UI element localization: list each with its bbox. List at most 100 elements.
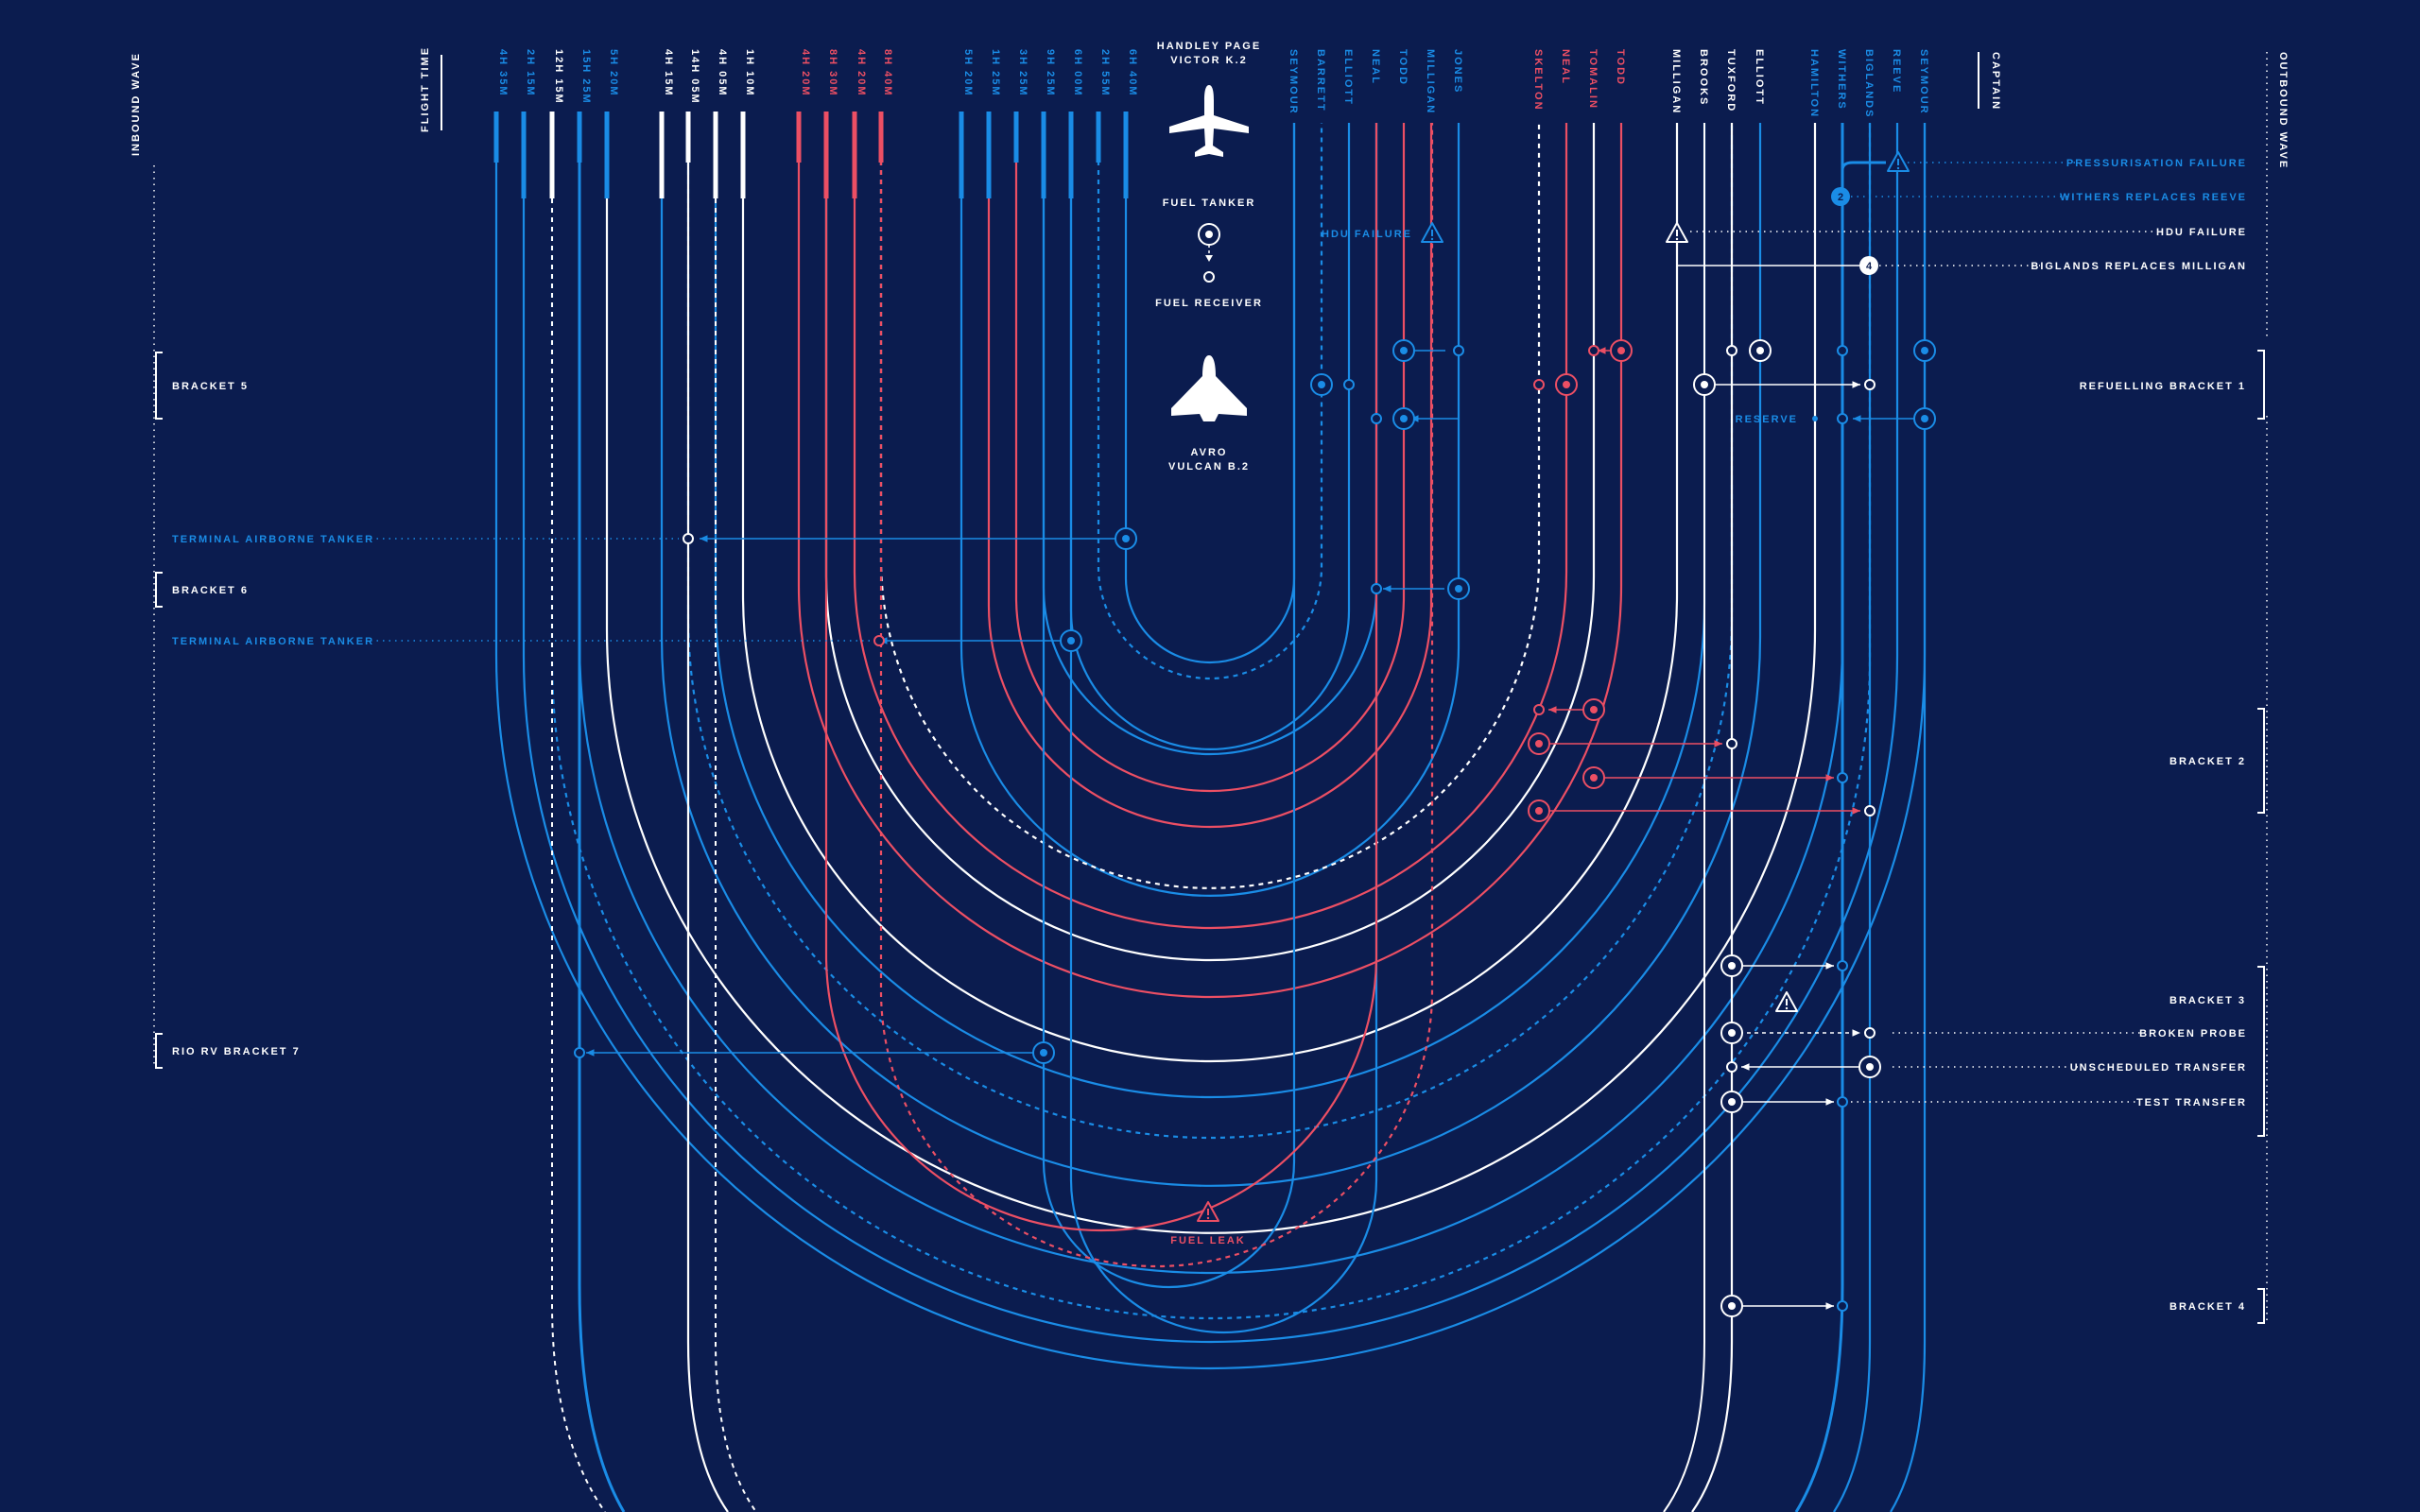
flight-time-label: 6H 00M: [1072, 49, 1083, 97]
outbound-captain-label: REEVE: [1891, 49, 1902, 94]
tanker-node: [1310, 373, 1333, 396]
biglands-replaces-milligan-label: BIGLANDS REPLACES MILLIGAN: [2031, 261, 2247, 272]
receiver-node: [1533, 379, 1545, 390]
receiver-node: [683, 533, 694, 544]
receiver-node: [1371, 583, 1382, 594]
reserve-dot: [1812, 416, 1818, 421]
badge-2: 2: [1831, 187, 1850, 206]
inbound-captain-label: MILLIGAN: [1425, 49, 1436, 114]
broken-probe-label: BROKEN PROBE: [2139, 1028, 2247, 1040]
tanker-node: [1582, 766, 1605, 789]
bracket-5-label: BRACKET 5: [172, 381, 249, 392]
receiver-node: [1837, 772, 1848, 783]
bracket-6-label: BRACKET 6: [172, 585, 249, 596]
flight-path: [1042, 123, 1378, 756]
flight-path: [494, 123, 1927, 1370]
tanker-node: [1693, 373, 1716, 396]
bracket-5-marker: [155, 352, 163, 420]
receiver-node: [1837, 1300, 1848, 1312]
transfer-connectors: [586, 161, 1925, 1310]
flight-time-label: 5H 20M: [962, 49, 974, 97]
flight-path: [1069, 123, 1378, 1334]
flight-path: [551, 123, 606, 1512]
inbound-captain-label: BARRETT: [1315, 49, 1326, 112]
receiver-node: [1726, 738, 1737, 749]
tanker-node: [1913, 407, 1936, 430]
flight-time-label: 15H 25M: [580, 49, 592, 105]
vulcan-aircraft-icon: [1171, 355, 1247, 421]
receiver-node: [1864, 805, 1876, 816]
flight-path: [824, 123, 1378, 1232]
outbound-captain-label: HAMILTON: [1808, 49, 1820, 118]
flight-time-label: 4H 35M: [497, 49, 509, 97]
flight-path: [797, 123, 1623, 999]
tanker-node: [1610, 339, 1633, 362]
flight-time-label: 5H 20M: [608, 49, 619, 97]
flight-path: [1124, 123, 1296, 664]
receiver-node: [1837, 960, 1848, 971]
vulcan-name-line1: AVRO: [1191, 447, 1228, 458]
test-transfer-label: TEST TRANSFER: [2136, 1097, 2247, 1108]
transfer-nodes: [574, 339, 1936, 1317]
tanker-node: [1032, 1041, 1055, 1064]
flight-path: [1663, 123, 1705, 1512]
vulcan-name-line2: VULCAN B.2: [1168, 461, 1250, 472]
badge-4-number: 4: [1866, 261, 1873, 272]
bracket-2-label: BRACKET 2: [2169, 756, 2246, 767]
legend: HANDLEY PAGE VICTOR K.2 FUEL TANKER FUEL…: [1155, 41, 1263, 472]
tanker-node: [1913, 339, 1936, 362]
victor-name-line2: VICTOR K.2: [1170, 55, 1248, 66]
tanker-node: [1447, 577, 1470, 600]
withers-replaces-reeve-label: WITHERS REPLACES REEVE: [2060, 192, 2247, 203]
receiver-node: [873, 635, 885, 646]
unscheduled-transfer-label: UNSCHEDULED TRANSFER: [2070, 1062, 2247, 1074]
flight-path: [1014, 123, 1406, 793]
inbound-captain-label: NEAL: [1370, 49, 1381, 85]
flight-path: [1069, 123, 1351, 751]
receiver-node: [1837, 345, 1848, 356]
outbound-captain-label: MILLIGAN: [1670, 49, 1682, 114]
flight-time-label: 4H 05M: [717, 49, 728, 97]
reserve-label: RESERVE: [1736, 414, 1798, 425]
warning-icon: [1421, 222, 1443, 243]
receiver-node: [1837, 413, 1848, 424]
flight-path: [959, 123, 1461, 898]
bracket-4-marker: [2257, 1288, 2265, 1324]
tanker-node: [1528, 799, 1550, 822]
warning-icon: [1197, 1201, 1219, 1222]
flight-path: [1833, 123, 1872, 1512]
warning-icon: [1666, 222, 1688, 243]
flight-time-label: 2H 55M: [1099, 49, 1111, 97]
receiver-node: [1588, 345, 1599, 356]
flight-time-label: 14H 05M: [689, 49, 700, 105]
flight-path: [1691, 123, 1734, 1512]
outbound-captain-label: BIGLANDS: [1863, 49, 1875, 118]
receiver-node: [1864, 1027, 1876, 1039]
outbound-captain-label: TUXFORD: [1725, 49, 1737, 112]
tanker-node: [1555, 373, 1578, 396]
fuel-receiver-label: FUEL RECEIVER: [1155, 298, 1263, 309]
outbound-captain-label: SKELTON: [1532, 49, 1544, 112]
warning-icons: [1197, 151, 1910, 1222]
bracket-2-marker: [2257, 708, 2265, 814]
flight-time-label: 4H 20M: [800, 49, 811, 97]
bracket-1-label: REFUELLING BRACKET 1: [2080, 381, 2246, 392]
receiver-node: [1453, 345, 1464, 356]
tanker-node: [1858, 1056, 1881, 1078]
flight-path: [578, 123, 1844, 1275]
flight-path: [550, 123, 1872, 1320]
receiver-node: [1837, 1096, 1848, 1108]
receiver-node: [1343, 379, 1355, 390]
tanker-receiver-icon: [1198, 223, 1220, 283]
outbound-captain-label: TOMALIN: [1587, 49, 1599, 110]
tanker-node: [1749, 339, 1772, 362]
tanker-node: [1392, 339, 1415, 362]
flight-time-label: 1H 25M: [990, 49, 1001, 97]
flight-path: [686, 123, 729, 1512]
badge-2-number: 2: [1838, 192, 1843, 203]
flight-time-label: 6H 40M: [1127, 49, 1138, 97]
outbound-wave-label: OUTBOUND WAVE: [2277, 52, 2289, 169]
victor-aircraft-icon: [1169, 85, 1249, 157]
victor-name-line1: HANDLEY PAGE: [1157, 41, 1261, 52]
